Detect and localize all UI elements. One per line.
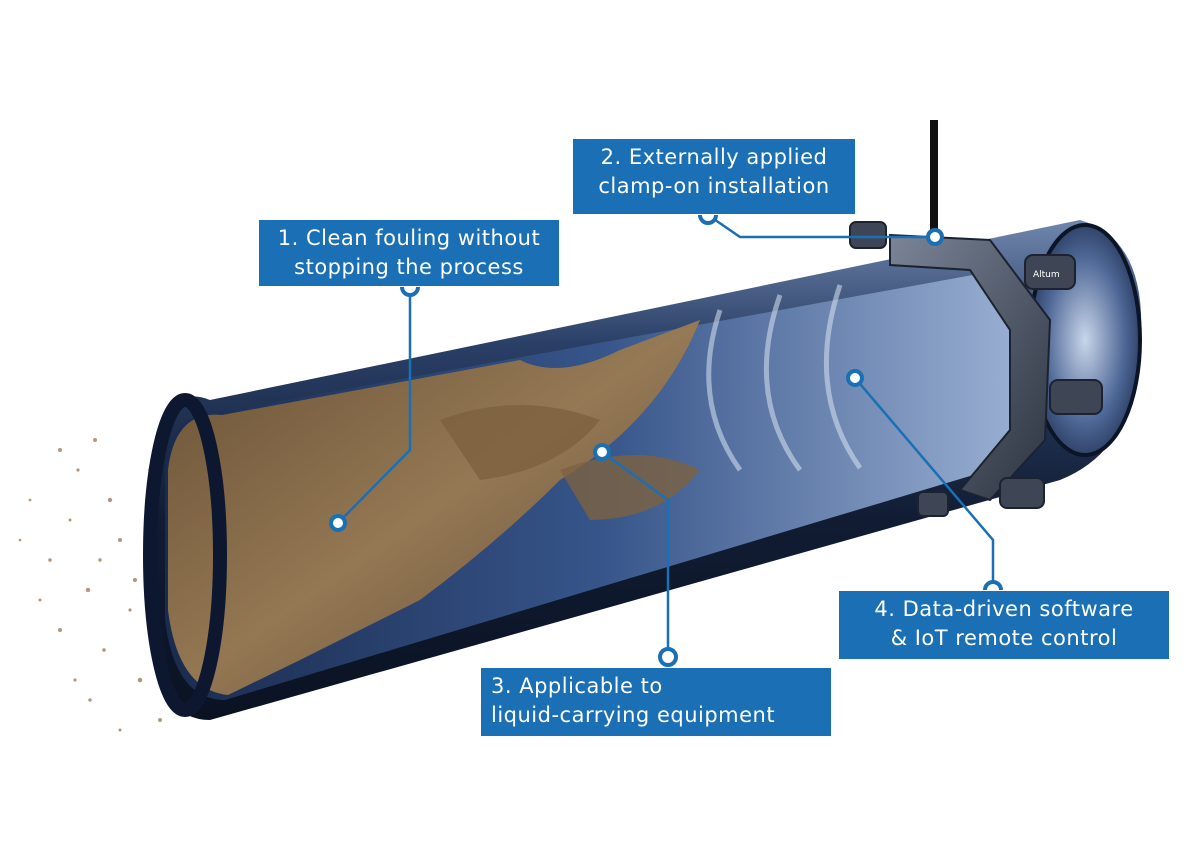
callout-3-line-1: 3. Applicable to bbox=[491, 674, 663, 698]
callout-3-line-2: liquid-carrying equipment bbox=[491, 703, 776, 727]
callout-4-line-1: 4. Data-driven software bbox=[874, 597, 1134, 621]
callout-1-line-1: 1. Clean fouling without bbox=[277, 226, 541, 250]
callout-2-line-2: clamp-on installation bbox=[598, 174, 830, 198]
callout-2-line-1: 2. Externally applied bbox=[600, 145, 828, 169]
device-brand-label: Altum bbox=[1033, 270, 1060, 280]
clamp-device: Altum bbox=[849, 120, 1103, 517]
callout-iot-software: 4. Data-driven software & IoT remote con… bbox=[838, 590, 1170, 660]
callout-liquid-equipment: 3. Applicable to liquid-carrying equipme… bbox=[480, 667, 832, 737]
callout-1-line-2: stopping the process bbox=[294, 255, 524, 279]
fouling-patches bbox=[440, 405, 700, 520]
ultrasonic-waves bbox=[706, 284, 863, 472]
transducer-units bbox=[849, 221, 1103, 517]
callout-clamp-on-installation: 2. Externally applied clamp-on installat… bbox=[572, 138, 856, 215]
pipe-near-rim bbox=[143, 393, 227, 717]
callout-clean-fouling: 1. Clean fouling without stopping the pr… bbox=[258, 219, 560, 287]
callout-4-line-2: & IoT remote control bbox=[890, 626, 1118, 650]
leader-lines bbox=[337, 213, 995, 657]
